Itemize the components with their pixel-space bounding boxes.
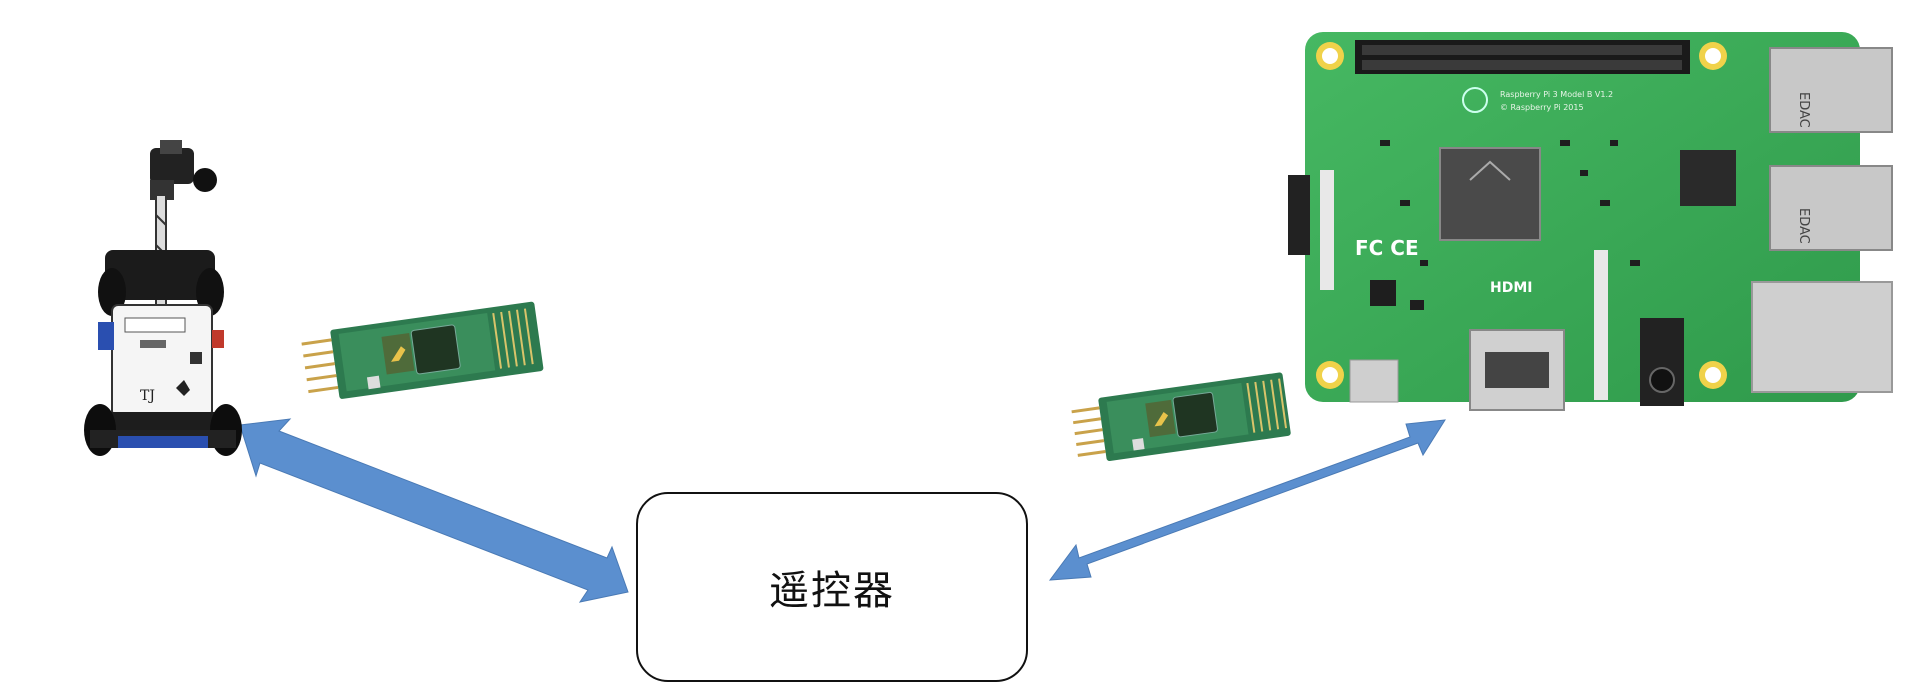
svg-text:© Raspberry Pi 2015: © Raspberry Pi 2015: [1500, 103, 1584, 112]
svg-text:EDAC: EDAC: [1796, 92, 1811, 128]
raspberry-pi-board-icon: Raspberry Pi 3 Model B V1.2 © Raspberry …: [1288, 32, 1893, 411]
svg-text:HDMI: HDMI: [1490, 280, 1532, 296]
car-label: TJ: [140, 388, 155, 404]
remote-controller-label: 遥控器: [769, 568, 895, 614]
robot-car-icon: TJ: [84, 140, 242, 456]
svg-text:FC CE: FC CE: [1355, 236, 1419, 260]
right-bidirectional-arrow: [1048, 419, 1446, 581]
svg-text:Raspberry Pi 3 Model B V1.2: Raspberry Pi 3 Model B V1.2: [1500, 90, 1613, 99]
bluetooth-module-icon: [301, 301, 544, 399]
bluetooth-module-icon: [1071, 372, 1291, 461]
left-bidirectional-arrow: [239, 418, 629, 603]
remote-controller-box: 遥控器: [636, 492, 1028, 682]
svg-text:EDAC: EDAC: [1796, 208, 1811, 244]
